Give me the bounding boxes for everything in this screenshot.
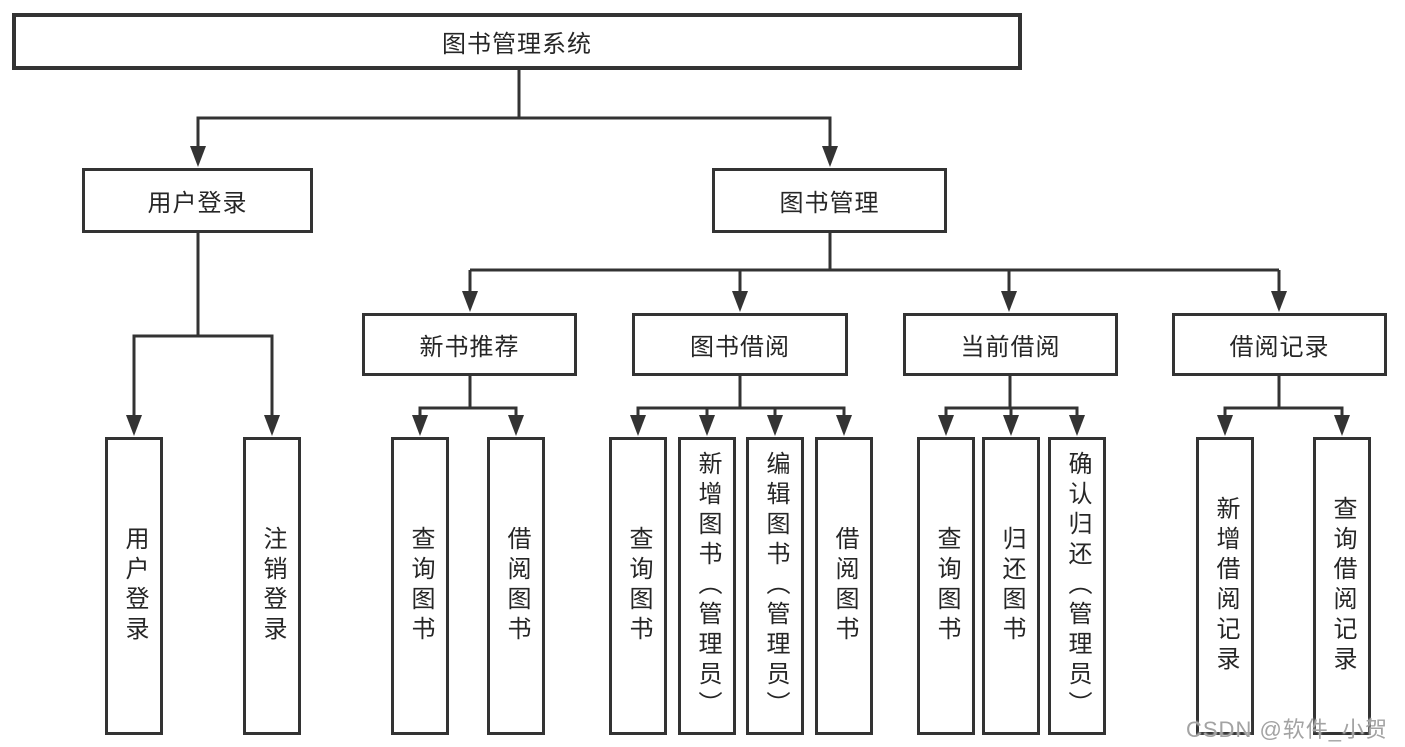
leaf-query-borrow-record: 查询借阅记录 <box>1313 437 1371 735</box>
leaf-label: 借阅图书 <box>831 526 858 646</box>
arrowhead <box>264 415 280 436</box>
arrowhead <box>767 415 783 436</box>
leaf-label: 归还图书 <box>998 526 1025 646</box>
leaf-user-login: 用户登录 <box>105 437 163 735</box>
leaf-label: 新增借阅记录 <box>1212 496 1239 676</box>
node-borrow-records: 借阅记录 <box>1172 313 1387 376</box>
leaf-label: 用户登录 <box>121 526 148 646</box>
node-book-management: 图书管理 <box>712 168 947 233</box>
arrowhead <box>699 415 715 436</box>
leaf-label: 借阅图书 <box>503 526 530 646</box>
arrowhead <box>630 415 646 436</box>
leaf-edit-books-admin: 编辑图书（管理员） <box>746 437 804 735</box>
leaf-logout: 注销登录 <box>243 437 301 735</box>
node-new-book-recommend: 新书推荐 <box>362 313 577 376</box>
arrowhead <box>1003 415 1019 436</box>
leaf-label: 查询借阅记录 <box>1329 496 1356 676</box>
connector-borrow-records-to-leaves <box>1223 376 1344 416</box>
connector-book-borrowing-to-leaves <box>636 376 846 416</box>
node-book-borrowing: 图书借阅 <box>632 313 848 376</box>
leaf-confirm-return-admin: 确认归还（管理员） <box>1048 437 1106 735</box>
leaf-label: 查询图书 <box>407 526 434 646</box>
leaf-add-books-admin: 新增图书（管理员） <box>678 437 736 735</box>
watermark: CSDN @软件_小贺同学 <box>1186 717 1389 742</box>
leaf-return-books: 归还图书 <box>982 437 1040 735</box>
arrowhead <box>126 415 142 436</box>
arrowhead <box>508 415 524 436</box>
arrowhead <box>1217 415 1233 436</box>
connector-current-borrowing-to-leaves <box>944 376 1079 416</box>
arrowheads <box>126 146 1350 436</box>
arrowhead <box>190 146 206 167</box>
arrowhead <box>1001 291 1017 312</box>
node-current-borrowing: 当前借阅 <box>903 313 1118 376</box>
arrowhead <box>1271 291 1287 312</box>
arrowhead <box>412 415 428 436</box>
leaf-query-books-borrowing: 查询图书 <box>609 437 667 735</box>
connector-user-login-to-leaves <box>132 233 274 416</box>
leaf-label: 查询图书 <box>933 526 960 646</box>
leaf-label: 新增图书（管理员） <box>694 451 721 721</box>
leaf-label: 编辑图书（管理员） <box>762 451 789 721</box>
connector-new-book-recommend-to-leaves <box>418 376 518 416</box>
arrowhead <box>1069 415 1085 436</box>
connector-root-to-level2 <box>196 70 832 147</box>
leaf-label: 注销登录 <box>259 526 286 646</box>
arrowhead <box>836 415 852 436</box>
arrowhead <box>732 291 748 312</box>
arrowhead <box>822 146 838 167</box>
leaf-label: 查询图书 <box>625 526 652 646</box>
node-root: 图书管理系统 <box>12 13 1022 70</box>
arrowhead <box>1334 415 1350 436</box>
leaf-add-borrow-record: 新增借阅记录 <box>1196 437 1254 735</box>
node-user-login: 用户登录 <box>82 168 313 233</box>
leaf-borrow-books-borrowing: 借阅图书 <box>815 437 873 735</box>
leaf-label: 确认归还（管理员） <box>1064 451 1091 721</box>
arrowhead <box>462 291 478 312</box>
arrowhead <box>938 415 954 436</box>
leaf-query-books-current: 查询图书 <box>917 437 975 735</box>
leaf-query-books-recommend: 查询图书 <box>391 437 449 735</box>
leaf-borrow-books-recommend: 借阅图书 <box>487 437 545 735</box>
connector-book-management-to-level3 <box>468 233 1281 292</box>
